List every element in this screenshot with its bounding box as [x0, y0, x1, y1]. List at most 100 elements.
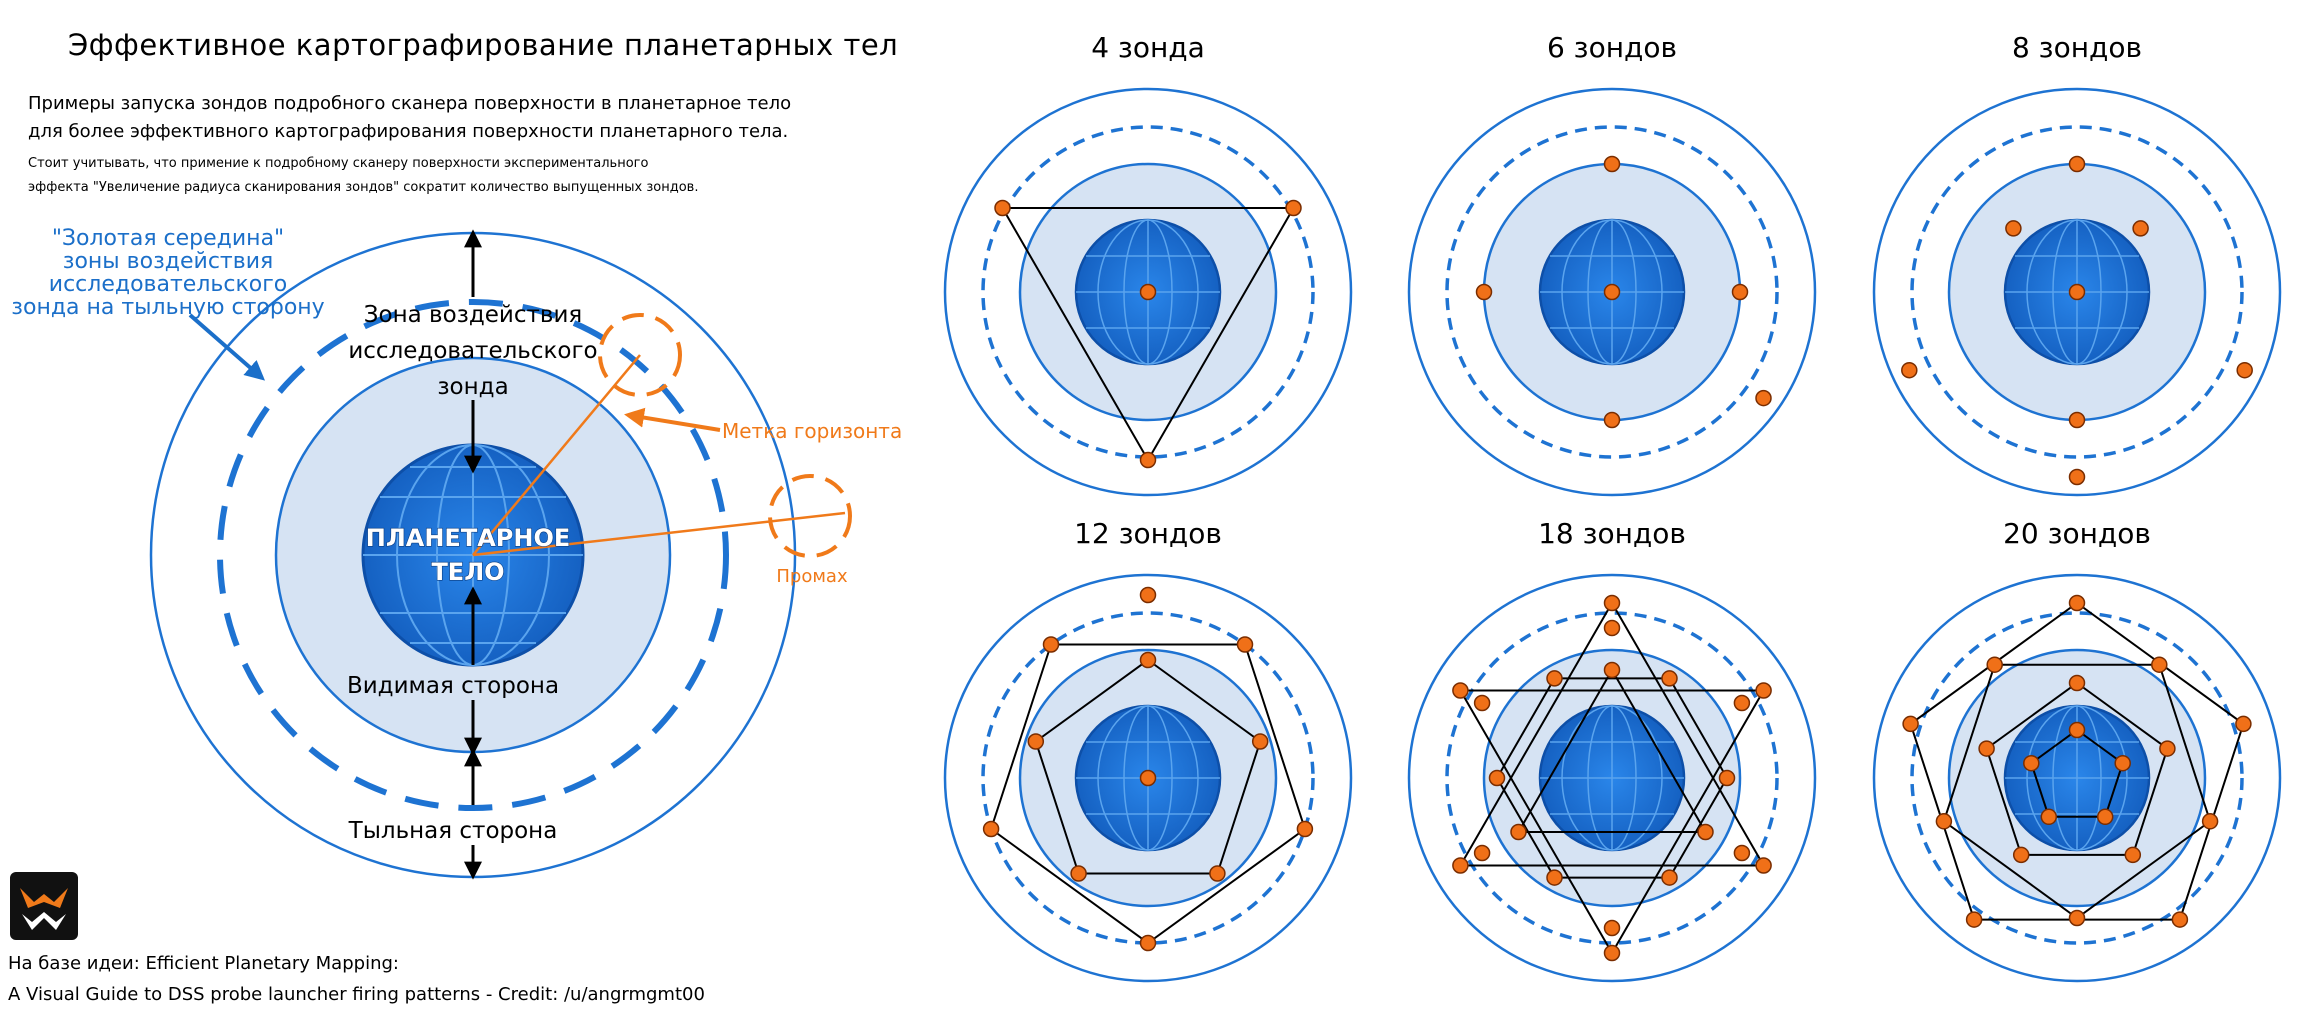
- golden-label-line: зоны воздействия: [63, 249, 273, 274]
- probe-marker: [2068, 909, 2086, 927]
- pattern-diagram: 20 зондов: [1872, 517, 2282, 983]
- credit: На базе идеи: Efficient Planetary Mappin…: [8, 948, 705, 1010]
- probe-marker: [1661, 869, 1678, 886]
- probe-marker: [1546, 670, 1563, 687]
- probe-marker: [994, 199, 1011, 217]
- probe-marker: [1027, 733, 1045, 750]
- probe-marker: [2023, 754, 2040, 772]
- probe-pattern-line: [2030, 728, 2124, 818]
- far-side-label: Тыльная сторона: [348, 818, 558, 844]
- probe-marker: [1070, 865, 1087, 882]
- probe-marker: [2068, 411, 2086, 429]
- probe-marker: [2068, 674, 2086, 692]
- golden-label-line: "Золотая середина": [52, 226, 284, 251]
- probe-marker: [1755, 682, 1772, 699]
- zone-label-line: зонда: [437, 374, 508, 400]
- probe-marker: [1209, 865, 1226, 882]
- note-line: эффекта "Увеличение радиуса сканирования…: [28, 180, 699, 195]
- probe-marker: [1603, 919, 1621, 937]
- visible-side-label: Видимая сторона: [347, 673, 559, 699]
- credit-line: На базе идеи: Efficient Planetary Mappin…: [8, 953, 399, 974]
- dashed-ring: [1445, 125, 1779, 459]
- probe-marker: [1603, 283, 1621, 301]
- note: Стоит учитывать, что примение к подробно…: [28, 152, 698, 200]
- golden-pointer-arrow: [188, 313, 266, 381]
- probe-marker: [2012, 846, 2030, 864]
- probe-marker: [1978, 740, 1995, 757]
- probe-marker: [2005, 220, 2022, 237]
- pattern-title: 4 зонда: [1091, 31, 1205, 64]
- dashed-ring: [1910, 611, 2244, 945]
- probe-marker: [1251, 733, 1269, 750]
- miss-probe-line: [472, 511, 846, 557]
- probe-marker: [1965, 911, 1983, 928]
- probe-marker: [1510, 823, 1527, 841]
- planet-label-line: ТЕЛО: [431, 558, 504, 586]
- probe-marker: [2124, 846, 2142, 864]
- probe-marker: [1452, 857, 1469, 874]
- probe-pattern-line: [1000, 207, 1296, 462]
- probe-marker: [982, 820, 1000, 838]
- probe-marker: [1296, 820, 1314, 838]
- probe-marker: [1755, 857, 1772, 874]
- probe-marker: [1603, 619, 1621, 637]
- pattern-diagram: 12 зондов: [943, 517, 1353, 983]
- probe-marker: [1139, 651, 1157, 669]
- probe-marker: [1755, 389, 1772, 407]
- probe-marker: [2114, 754, 2131, 772]
- probe-marker: [1139, 451, 1157, 469]
- horizon-mark-label: Метка горизонта: [722, 419, 902, 443]
- probe-marker: [2068, 594, 2086, 612]
- dashed-ring: [1910, 125, 2244, 459]
- credit-line: A Visual Guide to DSS probe launcher fir…: [8, 984, 705, 1005]
- probe-marker: [2236, 361, 2253, 379]
- probe-pattern-line: [1458, 689, 1766, 955]
- zone-label-line: исследовательского: [348, 338, 597, 364]
- description: Примеры запуска зондов подробного сканер…: [28, 90, 791, 146]
- pattern-title: 12 зондов: [1074, 517, 1222, 550]
- probe-marker: [1603, 661, 1621, 679]
- probe-marker: [1661, 670, 1678, 687]
- pattern-diagram: 8 зондов: [1872, 31, 2282, 497]
- probe-marker: [2068, 721, 2086, 739]
- probe-pattern-line: [1985, 681, 2169, 856]
- probe-marker: [1139, 934, 1157, 952]
- probe-marker: [1901, 361, 1918, 379]
- probe-marker: [1236, 636, 1254, 653]
- logo-icon: [20, 888, 68, 930]
- probe-marker: [1603, 411, 1621, 429]
- horizon-probe-circle: [598, 313, 682, 397]
- probe-pattern-line: [1942, 663, 2212, 920]
- probe-marker: [2171, 911, 2189, 928]
- probe-marker: [1488, 769, 1506, 787]
- note-line: Стоит учитывать, что примение к подробно…: [28, 156, 649, 171]
- probe-marker: [2201, 813, 2219, 830]
- probe-marker: [2068, 155, 2086, 173]
- golden-label-line: исследовательского: [49, 272, 287, 297]
- pattern-title: 8 зондов: [2012, 31, 2142, 64]
- main-diagram: "Золотая середина" зоны воздействия иссл…: [11, 226, 902, 880]
- dashed-ring: [1445, 611, 1779, 945]
- probe-marker: [2235, 715, 2252, 733]
- probe-marker: [1603, 155, 1621, 173]
- probe-marker: [2159, 740, 2176, 757]
- golden-label-line: зонда на тыльную сторону: [11, 295, 324, 320]
- probe-pattern-line: [1458, 601, 1766, 867]
- probe-marker: [1733, 844, 1751, 862]
- planet-globe: [1538, 704, 1686, 852]
- pattern-title: 20 зондов: [2003, 517, 2151, 550]
- probe-marker: [1475, 283, 1493, 301]
- probe-marker: [1603, 944, 1621, 962]
- zone-label-line: Зона воздействия: [364, 302, 583, 328]
- pattern-diagram: 18 зондов: [1407, 517, 1817, 983]
- page-title: Эффективное картографирование планетарны…: [68, 28, 899, 62]
- probe-marker: [2068, 283, 2086, 301]
- dashed-ring: [981, 125, 1315, 459]
- horizon-pointer-arrow: [624, 407, 721, 432]
- probe-marker: [1452, 682, 1469, 699]
- probe-marker: [1733, 694, 1751, 712]
- probe-marker: [2132, 220, 2149, 237]
- probe-marker: [1473, 694, 1491, 712]
- planet-globe: [2003, 704, 2151, 852]
